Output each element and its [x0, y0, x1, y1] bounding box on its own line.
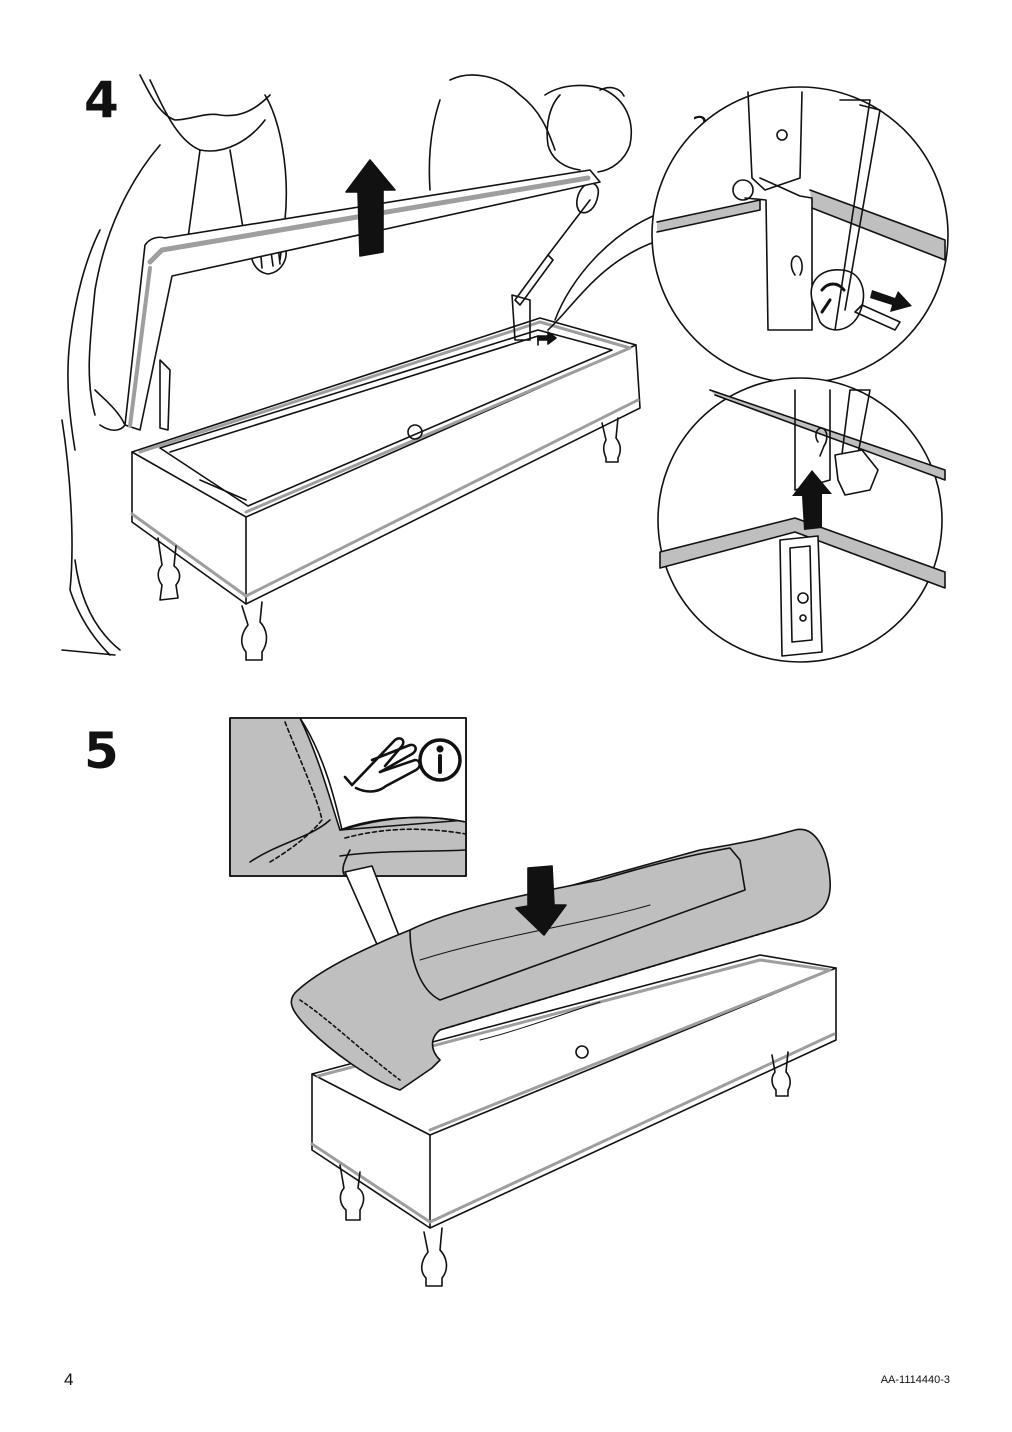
person-right [428, 74, 632, 214]
person-left [61, 74, 288, 656]
arrow-right-icon [537, 331, 557, 345]
info-icon [418, 738, 462, 782]
arrow-up-icon [345, 159, 396, 257]
detail-circle-hinge [651, 86, 949, 384]
document-code: AA-1114440-3 [880, 1374, 950, 1386]
arrow-down-icon [515, 865, 567, 936]
arrow-right-icon [870, 290, 912, 312]
step-4-number: 4 [84, 71, 119, 129]
page-number: 4 [64, 1370, 74, 1389]
bench-step5 [290, 828, 837, 1287]
arrow-up-icon [792, 470, 832, 530]
bench-step4 [124, 169, 641, 661]
step-5-number: 5 [84, 722, 119, 780]
pinch-hand-icon [343, 737, 421, 793]
detail-circle-bracket [657, 377, 946, 663]
